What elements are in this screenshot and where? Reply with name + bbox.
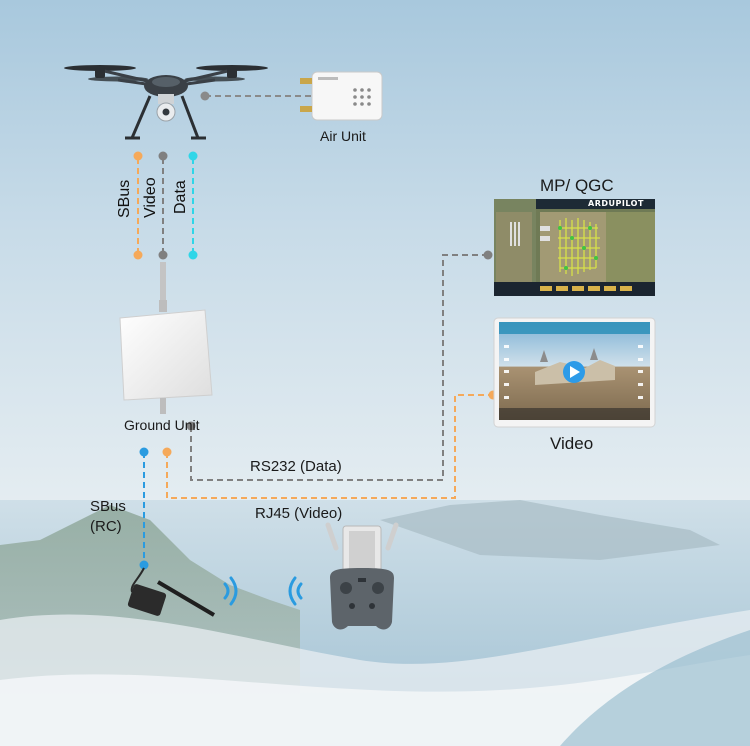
rc-receiver-icon xyxy=(127,567,216,617)
mp-qgc-label: MP/ QGC xyxy=(540,176,614,195)
remote-controller-icon xyxy=(325,522,399,630)
video-drone-label: Video xyxy=(142,177,159,218)
mp-qgc-screen xyxy=(494,199,655,296)
air-unit-icon xyxy=(300,71,383,121)
ground-unit-label: Ground Unit xyxy=(124,417,200,433)
wireless-signal-icon xyxy=(223,576,303,606)
ground-unit-icon xyxy=(119,262,213,414)
play-icon xyxy=(570,366,580,378)
rs232-line xyxy=(190,254,488,481)
video-label: Video xyxy=(550,434,594,453)
drone-icon xyxy=(64,65,268,140)
rs232-label: RS232 (Data) xyxy=(250,458,342,475)
connector-dots xyxy=(133,91,498,570)
data-drone-label: Data xyxy=(172,180,189,214)
rj45-line xyxy=(166,394,493,499)
ardupilot-brand: ARDUPILOT xyxy=(588,199,644,208)
sbus-rc-label-line1: SBus xyxy=(90,498,126,515)
sbus-drone-label: SBus xyxy=(116,179,133,218)
video-tablet xyxy=(493,317,656,428)
sbus-rc-label-line2: (RC) xyxy=(90,518,122,535)
rj45-label: RJ45 (Video) xyxy=(255,505,343,522)
air-unit-label: Air Unit xyxy=(320,128,366,144)
connection-lines xyxy=(137,95,493,565)
